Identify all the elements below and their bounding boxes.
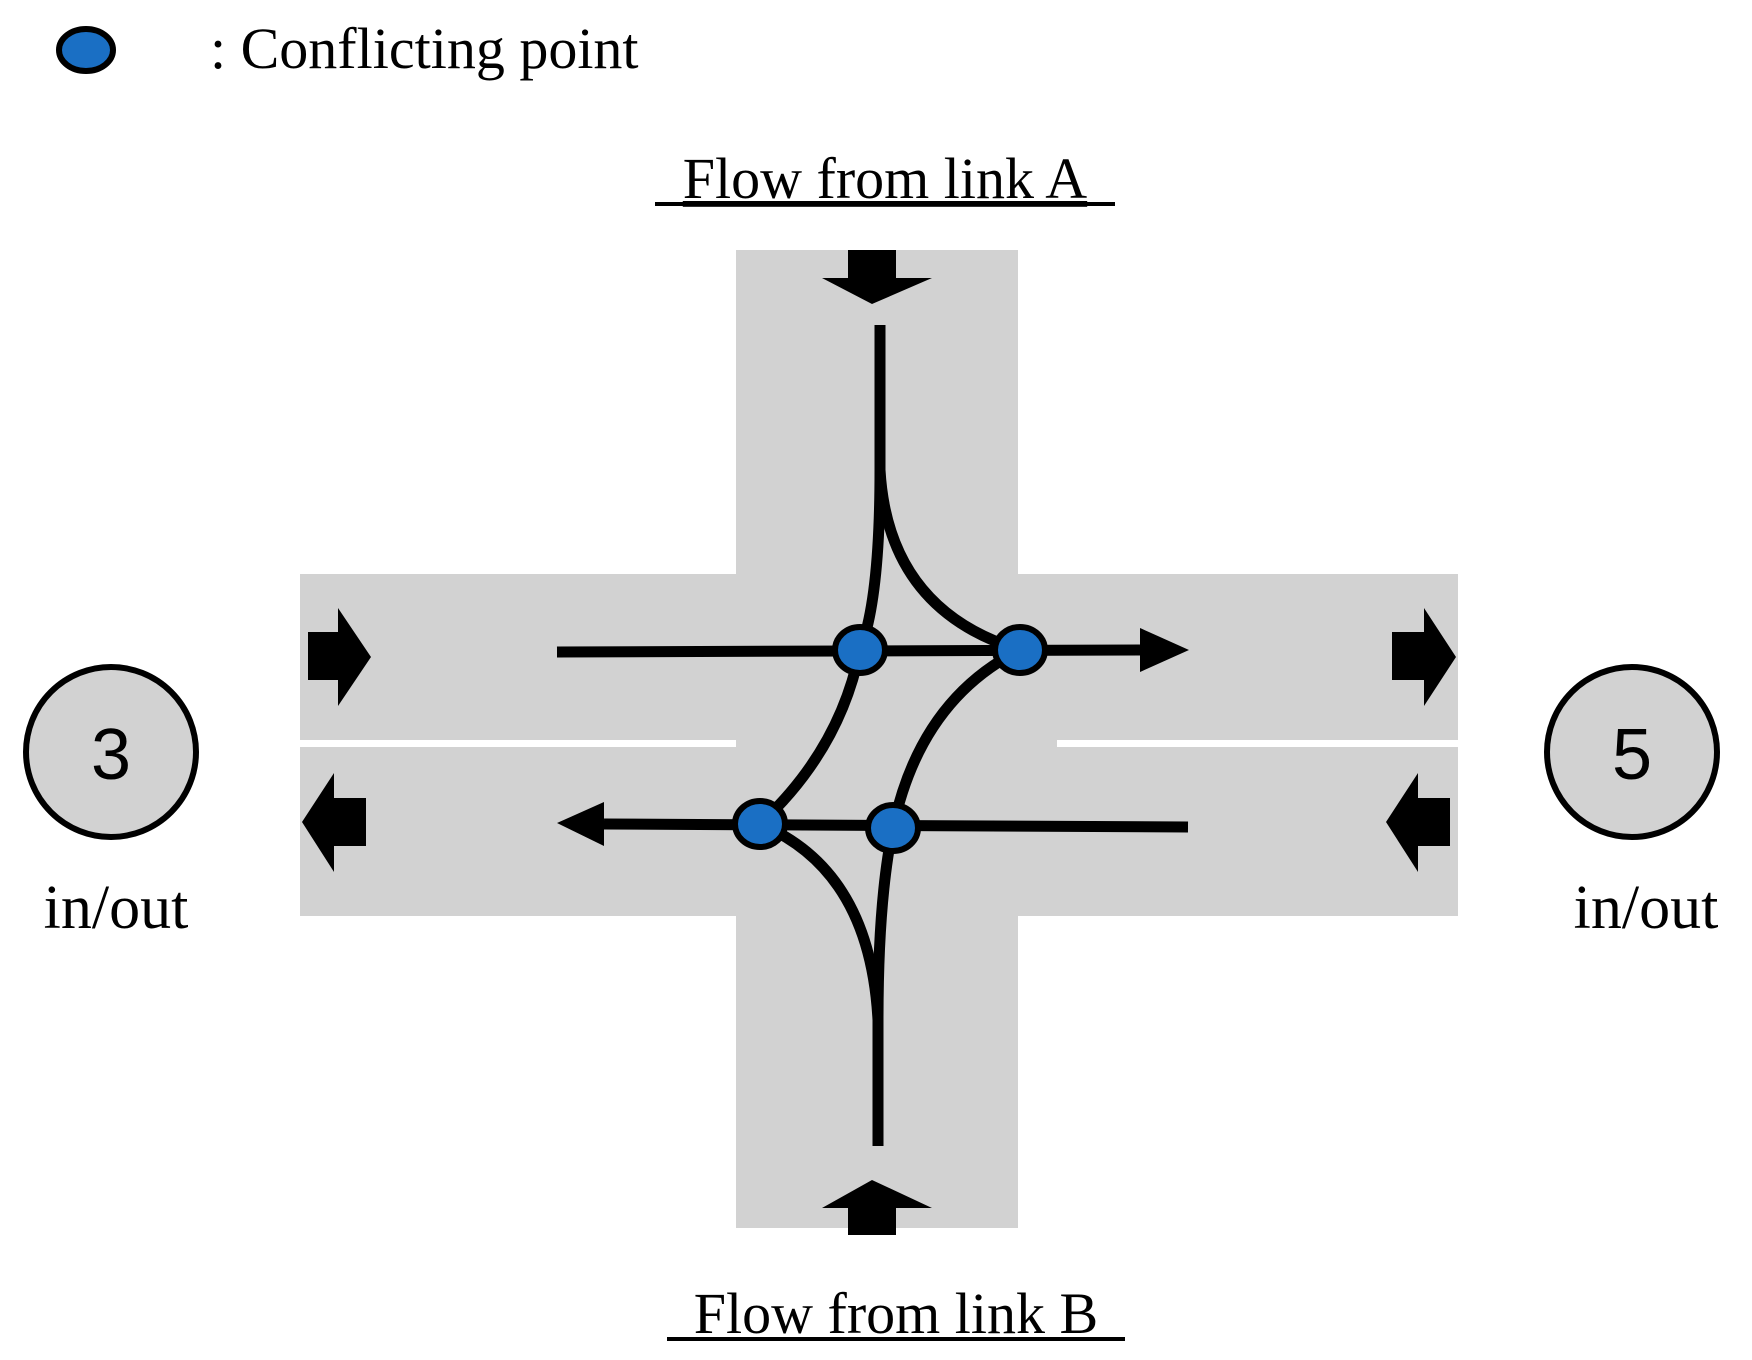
bottom-flow-label-underline [667,1337,1125,1341]
node-right-caption: in/out [1574,874,1719,942]
arrowhead-west-icon [557,802,604,846]
node-right: 5 in/out [1544,664,1720,942]
top-flow-label-underline [655,202,1115,206]
node-left-circle [23,664,199,840]
node-left-caption: in/out [44,874,189,942]
legend-conflicting-point-icon [56,26,116,74]
conflicting-point [832,624,888,676]
node-right-number: 5 [1612,715,1652,795]
node-right-circle [1544,664,1720,840]
arrow-in-from-top-icon [822,250,932,304]
arrowhead-east-icon [1140,628,1189,672]
bottom-flow-label: Flow from link B [694,1281,1098,1346]
arrow-right-in-icon [1386,773,1450,872]
node-left-number: 3 [91,715,131,795]
legend-label: : Conflicting point [210,16,639,81]
top-flow-label: Flow from link A [683,146,1088,211]
conflicting-point [992,624,1048,676]
conflicting-point [865,802,921,854]
boundary-arrows [302,250,1456,1235]
legend: : Conflicting point [56,16,639,81]
lane-divider-left [300,740,736,747]
arrow-right-out-icon [1392,608,1456,706]
conflicting-points [732,624,1048,854]
arrow-left-in-icon [308,608,371,706]
arrow-left-out-icon [302,773,366,872]
lane-divider-right [1057,740,1458,747]
arrow-in-from-bottom-icon [822,1180,932,1235]
node-left: 3 in/out [23,664,199,942]
conflicting-point [732,798,788,850]
